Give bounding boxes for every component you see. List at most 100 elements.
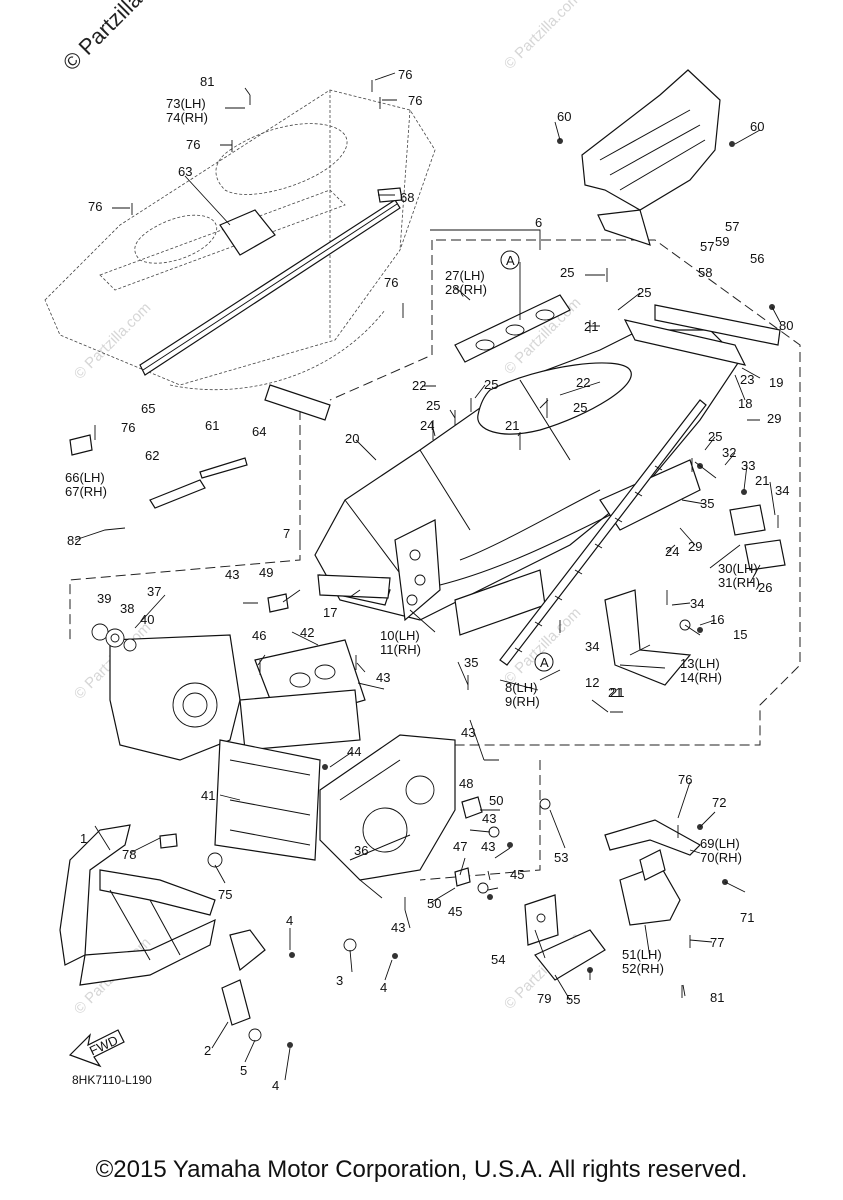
callout-label: 21 (610, 685, 624, 700)
callout-label: 25 (637, 285, 651, 300)
bracket-part (69, 434, 93, 456)
bracket-part (264, 384, 331, 421)
watermark-tile: © Partzilla.com (71, 299, 154, 382)
callout-label: 7 (283, 526, 290, 541)
callout-label: 71 (740, 910, 754, 925)
rear-bumper-part (604, 819, 701, 926)
callout-label: 21 (608, 685, 622, 700)
callout-label: 25 (426, 398, 440, 413)
leader-lines (74, 72, 781, 1081)
callout-label: 55 (566, 992, 580, 1007)
callout-label: 17 (323, 605, 337, 620)
callout-label: 73(LH) (166, 96, 206, 111)
callout-label: 15 (733, 627, 747, 642)
callout-label: 12 (585, 675, 599, 690)
reference-circle (534, 652, 554, 672)
rail-part (139, 199, 401, 376)
callout-label: 13(LH) (680, 656, 720, 671)
callout-label: 81 (710, 990, 724, 1005)
callout-label: 76 (384, 275, 398, 290)
callout-label: 76 (398, 67, 412, 82)
front-frame-part (59, 824, 266, 986)
callout-label: 11(RH) (380, 642, 421, 657)
callout-label: 43 (225, 567, 239, 582)
callout-label: 29 (767, 411, 781, 426)
reinforcement-plate-part (454, 294, 571, 363)
callout-label: 76 (121, 420, 135, 435)
skid-plate-part (534, 929, 606, 981)
strip-part (199, 457, 248, 479)
bracket-part (219, 209, 276, 256)
clip-part (454, 867, 471, 887)
callout-label: 37 (147, 584, 161, 599)
callout-label: A (506, 253, 515, 268)
callout-label: 62 (145, 448, 159, 463)
reference-circle (500, 250, 520, 270)
callout-label: 34 (690, 596, 704, 611)
callout-label: 25 (484, 377, 498, 392)
callout-label: 52(RH) (622, 961, 664, 976)
callout-label: 45 (510, 867, 524, 882)
callout-label: 50 (489, 793, 503, 808)
callout-label: 81 (200, 74, 214, 89)
copyright-notice: ©2015 Yamaha Motor Corporation, U.S.A. A… (95, 1156, 748, 1183)
callout-label: 80 (779, 318, 793, 333)
snow-flap-part (581, 69, 721, 246)
callout-label: 43 (461, 725, 475, 740)
tunnel-ghost (44, 89, 436, 391)
callout-label: 60 (557, 109, 571, 124)
callout-label: 22 (412, 378, 426, 393)
callout-label: A (540, 655, 549, 670)
callout-label: 78 (122, 847, 136, 862)
callout-label: 24 (420, 418, 434, 433)
callout-label: 25 (708, 429, 722, 444)
callout-label: 33 (741, 458, 755, 473)
callout-label: 56 (750, 251, 764, 266)
callout-label: 28(RH) (445, 282, 487, 297)
callout-label: 66(LH) (65, 470, 105, 485)
callout-label: 41 (201, 788, 215, 803)
callout-label: 23 (740, 372, 754, 387)
cross-member-part (623, 304, 781, 366)
strip-part (149, 479, 206, 509)
callout-label: 43 (482, 811, 496, 826)
callout-label: 46 (252, 628, 266, 643)
gusset-part (604, 589, 692, 686)
fasteners (207, 138, 775, 1048)
callout-label: 18 (738, 396, 752, 411)
watermark-tile: © Partzilla.com (501, 0, 584, 73)
callout-label: 79 (537, 991, 551, 1006)
group-boundaries (69, 239, 801, 881)
callout-label: 39 (97, 591, 111, 606)
callout-label: 21 (505, 418, 519, 433)
callout-label: 43 (391, 920, 405, 935)
callout-label: 43 (376, 670, 390, 685)
mount-bracket-part (221, 979, 251, 1026)
callout-label: 21 (755, 473, 769, 488)
bracket-part (267, 593, 289, 613)
watermark-corner: © Partzilla (58, 0, 147, 76)
cover-part (317, 574, 391, 599)
callout-label: 69(LH) (700, 836, 740, 851)
chassis-part (314, 329, 741, 636)
bracket-plate-part (729, 504, 766, 536)
callout-label: 59 (715, 234, 729, 249)
callout-label: 49 (259, 565, 273, 580)
callout-label: 50 (427, 896, 441, 911)
bulkhead-part (319, 734, 456, 881)
callout-label: 6 (535, 215, 542, 230)
callout-label: 35 (700, 496, 714, 511)
callout-label: 82 (67, 533, 81, 548)
callout-label: 76 (186, 137, 200, 152)
callout-label: 44 (347, 744, 361, 759)
callout-label: 77 (710, 935, 724, 950)
callout-label: 45 (448, 904, 462, 919)
callout-label: 65 (141, 401, 155, 416)
callout-label: 34 (775, 483, 789, 498)
callout-label: 43 (481, 839, 495, 854)
fwd-arrow-icon: FWD (68, 1029, 125, 1068)
callout-label: 76 (678, 772, 692, 787)
callout-label: 70(RH) (700, 850, 742, 865)
callout-label: 51(LH) (622, 947, 662, 962)
